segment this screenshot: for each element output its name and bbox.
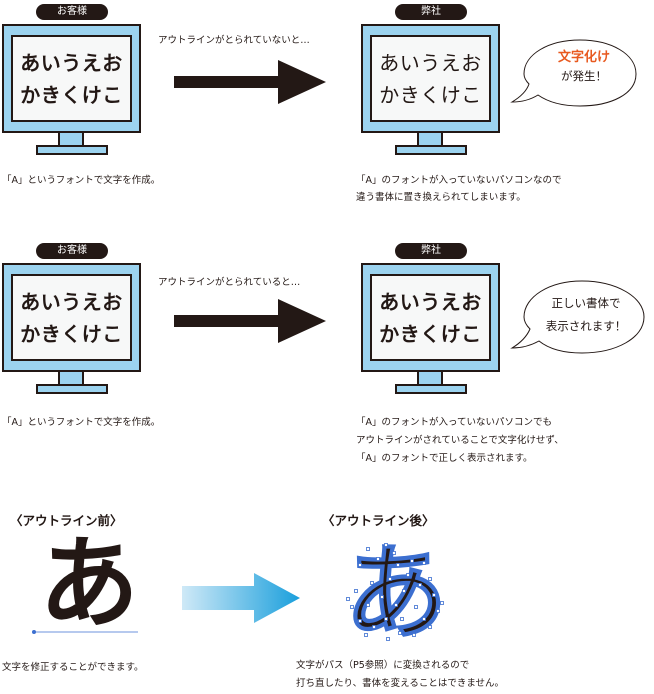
arrow-note: アウトラインがとられていると… — [158, 277, 301, 288]
anchor-point — [398, 631, 402, 635]
anchor-point — [364, 633, 368, 637]
bubble-text-line-1: 正しい書体で — [551, 296, 621, 310]
anchor-point — [428, 577, 432, 581]
caption-right-line-2: 違う書体に置き換えられてしまいます。 — [356, 192, 526, 203]
gradient-arrow-icon — [182, 573, 300, 623]
caption-left: 「A」というフォントで文字を作成。 — [2, 175, 161, 186]
anchor-point — [406, 573, 410, 577]
anchor-point — [436, 609, 440, 613]
anchor-point — [358, 563, 362, 567]
anchor-point — [414, 605, 418, 609]
bubble-text-line-2: 表示されます！ — [545, 319, 627, 333]
anchor-point — [384, 617, 388, 621]
caption-left: 文字を修正することができます。 — [2, 662, 144, 673]
anchor-points — [346, 543, 444, 641]
glyph-after: あ — [343, 532, 448, 654]
anchor-point — [410, 559, 414, 563]
anchor-point — [428, 625, 432, 629]
screen-text-line-2: かきくけこ — [20, 321, 123, 346]
speech-bubble — [510, 39, 637, 107]
anchor-point — [388, 577, 392, 581]
anchor-point — [402, 589, 406, 593]
right-arrow-icon — [174, 299, 326, 343]
anchor-point — [394, 603, 398, 607]
before-title: 〈アウトライン前〉 — [10, 513, 123, 528]
screen-text-line-1: あいうえお — [20, 50, 123, 75]
right-arrow-icon — [174, 60, 326, 104]
caption-left: 「A」というフォントで文字を作成。 — [2, 417, 161, 428]
anchor-point — [412, 633, 416, 637]
bubble-highlight: 文字化け — [557, 50, 610, 65]
anchor-point — [380, 595, 384, 599]
company-label: 弊社 — [395, 243, 467, 259]
anchor-point — [396, 563, 400, 567]
monitor-base — [36, 384, 108, 394]
caption-right-line-1: 「A」のフォントが入っていないパソコンなので — [356, 175, 562, 186]
anchor-point — [370, 581, 374, 585]
text-baseline — [32, 630, 138, 634]
screen-text-line-2: かきくけこ — [379, 82, 482, 107]
screen-text-line-1: あいうえお — [379, 289, 482, 314]
glyph-after-outlined: あ — [338, 532, 454, 654]
after-title: 〈アウトライン後〉 — [322, 513, 435, 528]
anchor-point — [358, 619, 362, 623]
caption-right-line-2: 打ち直したり、書体を変えることはできません。 — [296, 678, 505, 689]
caption-right-line-1: 「A」のフォントが入っていないパソコンでも — [356, 417, 553, 428]
caption-right-line-1: 文字がパス（P5参照）に変換されるので — [296, 660, 470, 671]
screen-text-line-2: かきくけこ — [20, 82, 123, 107]
anchor-point — [366, 547, 370, 551]
arrow-note: アウトラインがとられていないと… — [158, 35, 310, 46]
anchor-point — [386, 637, 390, 641]
caption-right-line-2: アウトラインがされていることで文字化けせず、 — [356, 435, 564, 446]
anchor-point — [422, 561, 426, 565]
monitor-screen: あいうえお かきくけこ — [370, 274, 491, 361]
anchor-point — [350, 605, 354, 609]
anchor-point — [422, 617, 426, 621]
monitor-base — [36, 145, 108, 155]
customer-label: お客様 — [36, 243, 108, 259]
anchor-point — [440, 601, 444, 605]
caption-right-line-3: 「A」のフォントで正しく表示されます。 — [356, 453, 533, 464]
customer-label: お客様 — [36, 4, 108, 20]
anchor-point — [432, 593, 436, 597]
anchor-point — [392, 551, 396, 555]
anchor-point — [418, 583, 422, 587]
monitor-base — [395, 145, 467, 155]
anchor-point — [376, 557, 380, 561]
screen-text-line-1: あいうえお — [20, 289, 123, 314]
anchor-point — [366, 603, 370, 607]
monitor-screen: あいうえお かきくけこ — [370, 35, 491, 122]
screen-text-line-1: あいうえお — [379, 50, 482, 75]
anchor-point — [346, 597, 350, 601]
screen-text-line-2: かきくけこ — [379, 321, 482, 346]
monitor-screen: あいうえお かきくけこ — [11, 274, 132, 361]
anchor-point — [372, 625, 376, 629]
anchor-point — [354, 589, 358, 593]
speech-bubble — [510, 280, 645, 354]
anchor-point — [400, 617, 404, 621]
monitor-screen: あいうえお かきくけこ — [11, 35, 132, 122]
bubble-text-line-2: が発生！ — [561, 69, 607, 83]
company-label: 弊社 — [395, 4, 467, 20]
glyph-before: あ — [39, 525, 139, 642]
anchor-point — [384, 543, 388, 547]
monitor-base — [395, 384, 467, 394]
